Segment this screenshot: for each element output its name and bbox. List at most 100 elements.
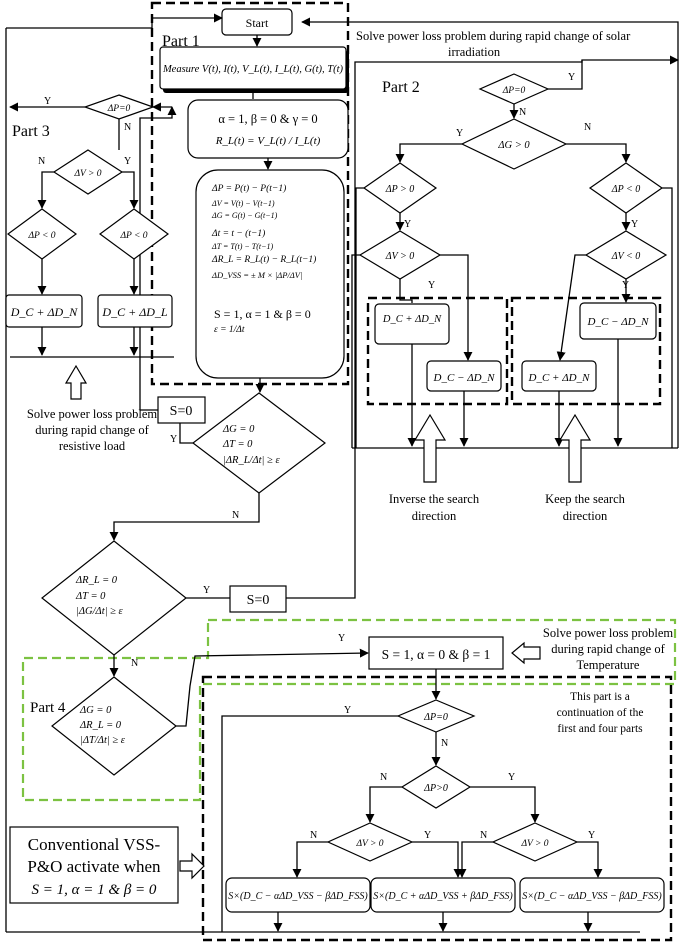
calc-line5: ΔT = T(t) − T(t−1): [211, 242, 274, 251]
p4-dvl-label: ΔV > 0: [355, 839, 383, 849]
p2-b2-label: D_C − ΔD_N: [433, 372, 496, 384]
p3-hollow-arrow-up: [64, 364, 88, 400]
p2-dg-label: ΔG > 0: [497, 140, 530, 151]
d2-line2: ΔT = 0: [75, 591, 106, 602]
p2-dpr-label: ΔP < 0: [611, 184, 641, 195]
p2-dvl-right-line: [440, 254, 473, 361]
part1-region: [150, 1, 350, 386]
p4-dvl-yes: Y: [424, 830, 431, 841]
p2-keep-2: direction: [563, 509, 608, 523]
init-box: [187, 99, 349, 159]
p2-dvl-yes: Y: [428, 280, 435, 291]
decision-temperature: [51, 676, 177, 776]
p4-formula-box-3: [519, 877, 665, 913]
p4-dp-yes-line: [221, 715, 398, 932]
calc-box: [195, 169, 345, 379]
d2-line3: |ΔG/Δt| ≥ ε: [76, 606, 124, 617]
calc-line4: Δt = t − (t−1): [211, 228, 265, 239]
p2-dvr-label: ΔV < 0: [611, 251, 641, 262]
conv-hollow-arrow: [179, 852, 205, 880]
p2-inverse-2: direction: [412, 509, 457, 523]
p3-dp-label: ΔP=0: [107, 104, 131, 114]
p4-dvl-no-line: [292, 841, 328, 878]
measure-box: [159, 46, 347, 90]
s0-box-a: [157, 396, 206, 424]
p2-b4-label: D_C + ΔD_N: [528, 372, 591, 384]
p2-inverse-hollow-arrow: [413, 413, 447, 483]
p3-box-dn: [5, 294, 83, 328]
part4-region-green: [21, 618, 677, 802]
calc-equations: ΔP = P(t) − P(t−1) ΔV = V(t) − V(t−1) ΔG…: [211, 183, 316, 280]
part1-label: Part 1: [162, 33, 200, 50]
s0b-to-part2: [286, 55, 679, 599]
conventional-vss-box: [9, 826, 179, 904]
p4-s-box: [368, 636, 504, 670]
p3-dpl-label: ΔP < 0: [27, 231, 55, 241]
calc-line3: ΔG = G(t) − G(t−1): [211, 211, 278, 220]
p4-dpg-no: N: [380, 772, 387, 783]
p2-dvl-label: ΔV > 0: [385, 251, 415, 262]
d1-no-line: [109, 493, 260, 541]
p2-dg-no-line: [566, 143, 631, 163]
p2-dvl-no-line: [351, 254, 360, 448]
d1-yes-line: [179, 423, 193, 444]
p2-dg-decision: [460, 118, 568, 170]
part4-label: Part 4: [30, 700, 66, 716]
p4-dp-no: N: [441, 738, 448, 749]
p4-dvr-yes: Y: [588, 830, 595, 841]
p3-caption-1: Solve power loss problem: [27, 407, 157, 421]
loop-to-start-right: [301, 17, 679, 60]
part2-title-2: irradiation: [448, 45, 501, 59]
d2-no: N: [131, 658, 138, 669]
p2-dg-no: N: [584, 122, 591, 133]
p4-f1-label: S×(D_C − αΔD_VSS − βΔD_FSS): [228, 891, 368, 902]
p2-dvl-yes-line: [399, 279, 413, 303]
s0-label-a: S=0: [170, 404, 193, 419]
p3-dp-yes: Y: [44, 96, 51, 107]
part3-label: Part 3: [12, 123, 50, 140]
d3-line3: |ΔT/Δt| ≥ ε: [80, 735, 126, 746]
p2-dg-yes-line: [395, 143, 462, 163]
d2-yes: Y: [203, 585, 210, 596]
p2-b1-label: D_C + ΔD_N: [382, 314, 442, 325]
decision-load: [192, 392, 326, 494]
p4-dpg-decision: [400, 765, 472, 809]
calc-line2: ΔV = V(t) − V(t−1): [211, 199, 275, 208]
measure-label: Measure V(t), I(t), V_L(t), I_L(t), G(t)…: [162, 64, 344, 75]
p2-dpl-yes: Y: [404, 219, 411, 230]
d1-line2: ΔT = 0: [222, 439, 253, 450]
p4-dp-label: ΔP=0: [423, 712, 448, 723]
p4-formula-box-1: [225, 877, 371, 913]
decision-irradiation: [41, 540, 187, 656]
p4-note-2: continuation of the: [557, 707, 644, 719]
part2-label: Part 2: [382, 79, 420, 96]
p4-dvr-label: ΔV > 0: [520, 839, 548, 849]
p3-dv-label: ΔV > 0: [73, 169, 101, 179]
p2-dp-yes-line: [548, 60, 583, 90]
p3-box-dn-label: D_C + ΔD_N: [10, 305, 78, 319]
p4-dp-yes: Y: [344, 705, 351, 716]
calc-line8: S = 1, α = 1 & β = 0: [214, 307, 311, 321]
s0a-to-part3: [139, 106, 177, 411]
p3-dv-no: N: [38, 156, 45, 167]
p4-s-label: S = 1, α = 0 & β = 1: [382, 647, 491, 662]
d1-yes: Y: [170, 434, 177, 445]
init-line1: α = 1, β = 0 & γ = 0: [218, 112, 317, 126]
p4-dpg-label: ΔP>0: [423, 783, 448, 794]
d1-line1: ΔG = 0: [222, 424, 255, 435]
p3-dv-decision: [52, 149, 124, 195]
p4-title-3: Temperature: [577, 658, 640, 672]
d3-line1: ΔG = 0: [79, 705, 112, 716]
p4-f3-label: S×(D_C − αΔD_VSS − βΔD_FSS): [522, 891, 662, 902]
p2-dpl-label: ΔP > 0: [385, 184, 415, 195]
p4-dvr-no: N: [480, 830, 487, 841]
loop-to-start-left: [6, 13, 223, 29]
p3-dp-no: N: [124, 122, 131, 133]
conv-line-3: S = 1, α = 1 & β = 0: [32, 882, 157, 898]
inverse-region: [366, 296, 509, 406]
s0-box-b: [229, 585, 287, 613]
p3-box-dl-label: D_C + ΔD_L: [101, 305, 167, 319]
p4-dvr-decision: [491, 822, 579, 862]
d3-line2: ΔR_L = 0: [79, 720, 122, 731]
